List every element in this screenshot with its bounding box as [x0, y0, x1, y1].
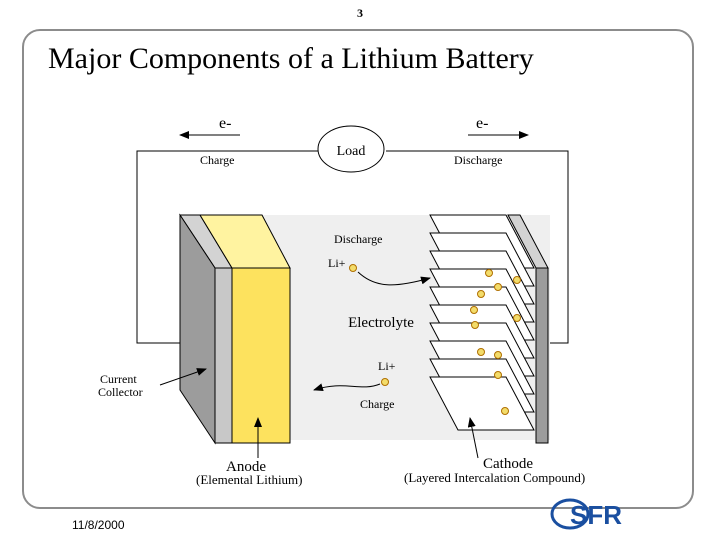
ion-discharge [349, 264, 357, 272]
cathode-label: Cathode [483, 456, 533, 472]
sfr-logo: SFR [550, 498, 622, 530]
sfr-logo-swoosh [550, 498, 590, 530]
discharge-ion-arrow [357, 271, 431, 286]
anode-label: Anode [226, 459, 266, 475]
cathode-arrow [467, 417, 479, 459]
current-collector-arrow [159, 368, 207, 386]
sfr-logo-text: SFR [570, 500, 622, 530]
slide-date: 11/8/2000 [72, 518, 125, 532]
ion-charge-label: Li+ [378, 359, 396, 373]
electrolyte-charge-label: Charge [360, 397, 394, 411]
slide-title: Major Components of a Lithium Battery [48, 42, 534, 75]
ion-charge [381, 378, 389, 386]
left-wire [136, 150, 318, 344]
load-label: Load [337, 144, 366, 159]
page-number: 3 [357, 6, 363, 20]
circuit-charge-label: Charge [200, 153, 234, 167]
anode-description: (Elemental Lithium) [196, 472, 303, 487]
current-collector-label-1: Current [100, 372, 137, 386]
cathode-collector [535, 267, 549, 444]
circuit-discharge-label: Discharge [454, 153, 502, 167]
current-collector-label-2: Collector [98, 385, 143, 399]
anode-collector-front [214, 267, 233, 444]
slide-frame [22, 29, 694, 509]
right-wire [386, 150, 569, 344]
electrolyte-discharge-label: Discharge [334, 232, 382, 246]
anode-body [231, 267, 291, 444]
electron-left-label: e- [219, 115, 231, 132]
electron-right-label: e- [476, 115, 488, 132]
cathode-ions [470, 269, 521, 415]
ion-discharge-label: Li+ [328, 256, 346, 270]
cathode-layers [429, 214, 535, 431]
load-circle [317, 125, 385, 173]
charge-ion-arrow [313, 383, 381, 392]
electrolyte-label: Electrolyte [348, 315, 414, 331]
cathode-description: (Layered Intercalation Compound) [404, 470, 585, 485]
